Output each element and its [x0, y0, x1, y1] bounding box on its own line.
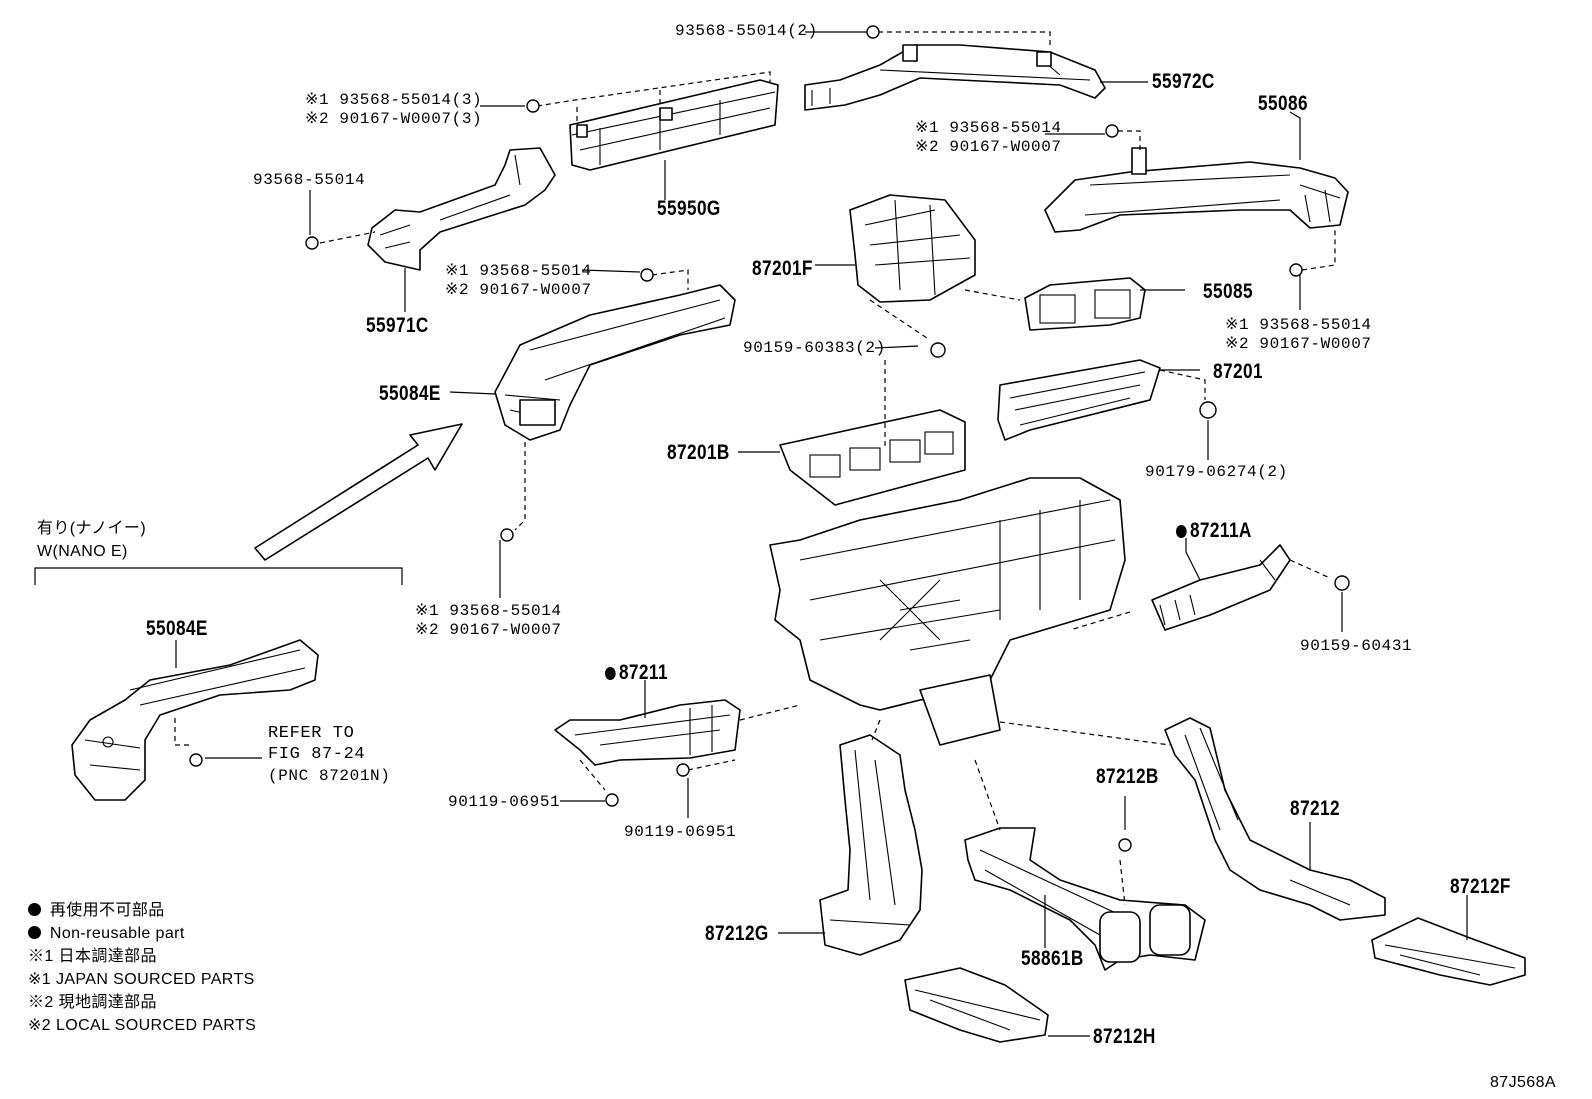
duct-87212: [1164, 717, 1386, 921]
fastener-label: ※1 93568-55014: [445, 262, 592, 280]
fastener-label: 90179-06274(2): [1145, 463, 1288, 481]
legend-row: ※1 JAPAN SOURCED PARTS: [28, 971, 255, 988]
duct-87211a: [1151, 544, 1291, 631]
fastener-icons: [189, 25, 1350, 852]
refer-line-1: REFER TO: [268, 724, 355, 743]
variant-bracket: [34, 567, 403, 585]
fastener-label: 90119-06951: [448, 793, 561, 811]
part-55084e-label: 55084E: [379, 382, 441, 405]
variant-title-en: W(NANO E): [37, 543, 128, 560]
fastener-label: 93568-55014(2): [675, 22, 818, 40]
fastener-label: ※2 90167-W0007: [915, 138, 1062, 156]
non-reusable-icon: [28, 903, 41, 916]
refer-line-3: (PNC 87201N): [268, 767, 391, 785]
fastener-label: ※2 90167-W0007: [415, 621, 562, 639]
part-87212b-label: 87212B: [1096, 765, 1159, 788]
part-58861b-label: 58861B: [1021, 947, 1084, 970]
duct-87212f: [1371, 917, 1526, 986]
figure-id: 87J568A: [1490, 1074, 1556, 1091]
legend-row: ※2 現地調達部品: [28, 994, 157, 1011]
part-55971c-label: 55971C: [366, 314, 429, 337]
duct-55084e: [494, 284, 736, 441]
part-87211a-label: 87211A: [1176, 519, 1252, 543]
fastener-label: ※1 93568-55014: [1225, 316, 1372, 334]
non-reusable-icon: [605, 667, 616, 680]
part-87201b-label: 87201B: [667, 441, 730, 464]
fastener-label: ※1 93568-55014: [415, 602, 562, 620]
variant-title-jp: 有り(ナノイー): [37, 520, 147, 537]
fastener-label: ※1 93568-55014(3): [305, 91, 483, 109]
register-87201b: [779, 409, 966, 506]
non-reusable-icon: [28, 926, 41, 939]
assembly-lines: [174, 31, 1336, 906]
variant-arrow: [254, 423, 463, 561]
legend: 再使用不可部品 Non-reusable part ※1 日本調達部品 ※1 J…: [28, 899, 256, 1037]
non-reusable-icon: [1176, 525, 1187, 538]
leader-lines: [175, 31, 1468, 1037]
duct-55972c: [804, 44, 1106, 111]
part-87211a-number: 87211A: [1189, 519, 1252, 542]
part-87201-label: 87201: [1213, 360, 1263, 383]
refer-line-2: FIG 87-24: [268, 745, 366, 764]
fastener-label: ※2 90167-W0007: [1225, 335, 1372, 353]
duct-55084e-nanoe: [71, 639, 319, 801]
duct-87201f: [849, 194, 976, 303]
legend-row: 再使用不可部品: [28, 899, 256, 922]
part-55085-label: 55085: [1203, 280, 1253, 303]
duct-87212g: [819, 734, 923, 956]
fastener-label: 90119-06951: [624, 823, 737, 841]
part-55086-label: 55086: [1258, 92, 1308, 115]
duct-55086: [1044, 147, 1349, 233]
fastener-label: 90159-60383(2): [743, 339, 886, 357]
duct-87212h: [904, 967, 1049, 1043]
fastener-label: ※1 93568-55014: [915, 119, 1062, 137]
part-55950g-label: 55950G: [657, 197, 721, 220]
duct-87211: [554, 699, 741, 766]
fastener-label: ※2 90167-W0007: [445, 281, 592, 299]
part-87212-label: 87212: [1290, 797, 1340, 820]
fastener-label: 93568-55014: [253, 171, 366, 189]
part-55084e-nanoe-label: 55084E: [146, 617, 208, 640]
part-87201f-label: 87201F: [752, 257, 813, 280]
part-87211-number: 87211: [618, 661, 668, 684]
register-87201: [997, 359, 1161, 441]
duct-55971c: [367, 147, 556, 271]
hvac-unit: [769, 477, 1126, 746]
part-87211-label: 87211: [605, 661, 668, 685]
legend-row: ※1 日本調達部品: [28, 948, 157, 965]
duct-58861b: [964, 827, 1206, 971]
legend-text: Non-reusable part: [49, 925, 185, 942]
part-87212f-label: 87212F: [1450, 875, 1511, 898]
fastener-label: ※2 90167-W0007(3): [305, 110, 483, 128]
duct-55950g: [569, 79, 779, 171]
part-55972c-label: 55972C: [1152, 70, 1215, 93]
part-87212g-label: 87212G: [705, 922, 769, 945]
part-87212h-label: 87212H: [1093, 1025, 1156, 1048]
fastener-label: 90159-60431: [1300, 637, 1413, 655]
legend-row: Non-reusable part: [28, 922, 256, 945]
legend-text: 再使用不可部品: [49, 902, 165, 919]
vent-55085: [1024, 277, 1146, 331]
legend-row: ※2 LOCAL SOURCED PARTS: [28, 1017, 257, 1034]
